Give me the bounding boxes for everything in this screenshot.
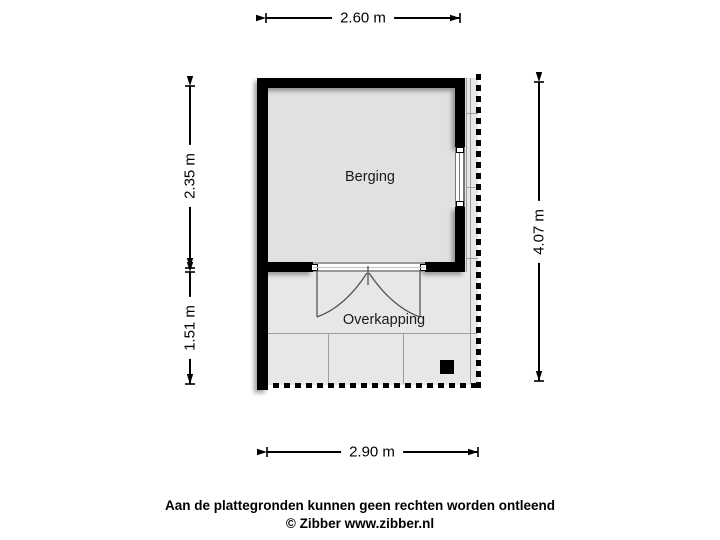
footer-copyright: © Zibber www.zibber.nl [285, 516, 435, 531]
door-jamb [311, 264, 318, 271]
tile-line [268, 333, 477, 334]
tile-line [466, 258, 478, 259]
post-column [440, 360, 454, 374]
dimension-label-left-upper: 2.35 m [180, 145, 200, 207]
tile-line [466, 187, 478, 188]
tile-line [466, 78, 467, 272]
room-label-berging: Berging [345, 169, 395, 185]
wall-bottom-right-segment [425, 262, 465, 272]
wall-top [257, 78, 462, 88]
tile-line [470, 78, 471, 384]
window-jamb [456, 147, 464, 153]
dimension-label-top: 2.60 m [332, 8, 394, 28]
berging-floor [268, 88, 455, 262]
window [455, 147, 465, 207]
door-jamb [420, 264, 427, 271]
footer-disclaimer: Aan de plattegronden kunnen geen rechten… [164, 498, 556, 513]
room-label-overkapping: Overkapping [342, 312, 426, 328]
window-jamb [456, 201, 464, 207]
tile-line [466, 113, 478, 114]
dimension-label-bottom: 2.90 m [341, 442, 403, 462]
door-threshold [311, 262, 427, 272]
wall-bottom-left-segment [257, 262, 313, 272]
cut-edge-bottom [262, 383, 481, 388]
wall-left [257, 78, 268, 390]
tile-line [328, 333, 329, 384]
cut-edge-right [476, 74, 481, 388]
dimension-label-right: 4.07 m [529, 201, 549, 263]
dimension-label-left-lower: 1.51 m [180, 297, 200, 359]
tile-line [403, 333, 404, 384]
window-glazing [459, 153, 464, 201]
